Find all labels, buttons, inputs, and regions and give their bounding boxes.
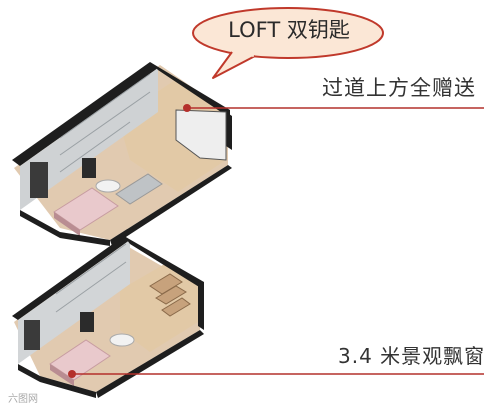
lower-floorplan: [12, 236, 204, 398]
bottom-annotation-label: 3.4 米景观飘窗: [338, 344, 486, 368]
speech-bubble: [192, 7, 384, 79]
bubble-text: LOFT 双钥匙: [228, 18, 350, 42]
top-annotation-label: 过道上方全赠送: [322, 76, 476, 100]
upper-floorplan: [12, 62, 232, 246]
watermark: 六图网: [8, 394, 38, 405]
